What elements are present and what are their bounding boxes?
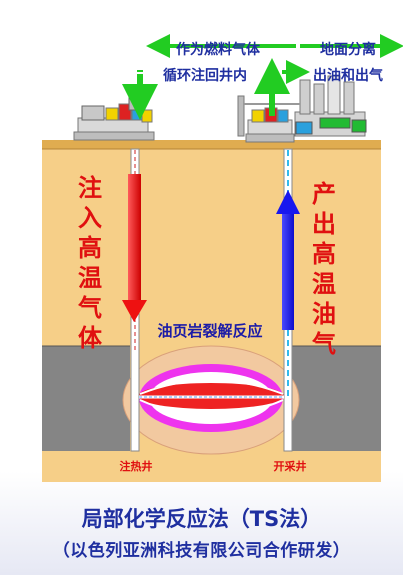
caption-subtitle: （以色列亚洲科技有限公司合作研发） — [52, 541, 351, 561]
label-reinject: 循环注回井内 — [163, 67, 247, 84]
label-production-well: 开采井 — [274, 459, 307, 473]
production-arrow — [276, 190, 300, 330]
caption-title: 局部化学反应法（TS法） — [81, 507, 322, 531]
svg-text:体: 体 — [78, 324, 103, 352]
label-oil-gas-output: 出油和出气 — [313, 67, 383, 84]
svg-text:高: 高 — [78, 234, 102, 262]
svg-text:入: 入 — [78, 204, 102, 232]
label-surface-separation: 地面分离 — [320, 41, 376, 58]
svg-text:温: 温 — [312, 270, 336, 298]
separation-output-flow — [254, 34, 403, 116]
oil-shale-layer-left — [42, 346, 130, 451]
svg-text:气: 气 — [77, 294, 102, 322]
svg-text:温: 温 — [78, 264, 102, 292]
svg-text:产: 产 — [312, 180, 336, 208]
svg-text:出: 出 — [312, 210, 336, 238]
label-injection-well: 注热井 — [120, 459, 153, 473]
production-wellhead-equipment — [237, 75, 367, 143]
surface-band — [42, 140, 381, 149]
label-fuel-gas: 作为燃料气体 — [176, 41, 261, 58]
label-produce-hot-oil-gas: 产 出 高 温 油 气 — [311, 180, 336, 358]
svg-text:气: 气 — [311, 330, 336, 358]
svg-text:油: 油 — [312, 300, 336, 328]
label-inject-hot-gas: 注 入 高 温 气 体 — [77, 174, 103, 352]
svg-text:注: 注 — [78, 174, 102, 202]
label-shale-cracking-reaction: 油页岩裂解反应 — [157, 322, 262, 340]
injection-arrow — [122, 174, 147, 322]
recycle-gas-flow — [122, 34, 296, 120]
oil-shale-layer-right — [292, 346, 381, 451]
reaction-zone — [122, 345, 300, 455]
svg-text:高: 高 — [312, 240, 336, 268]
